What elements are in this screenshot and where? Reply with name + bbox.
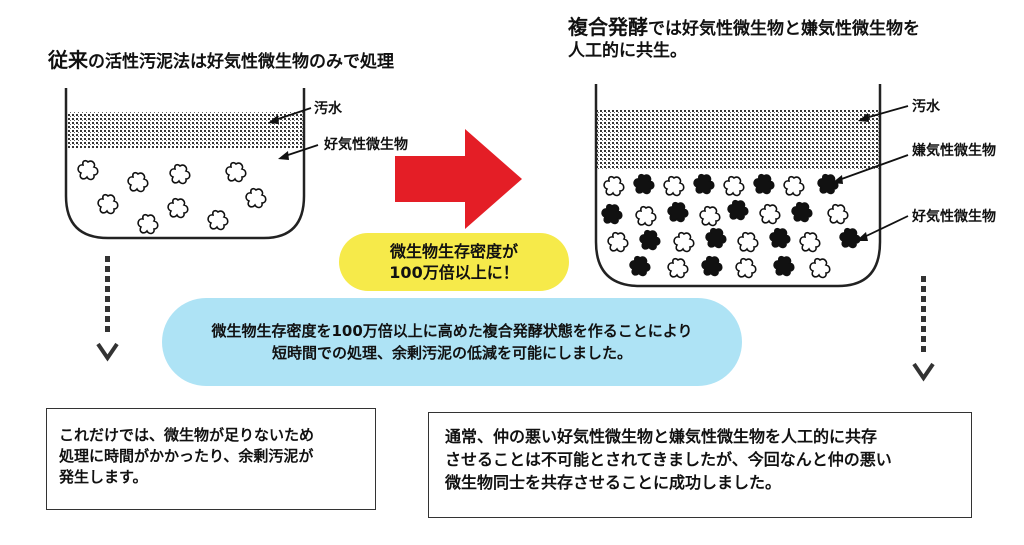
yellow-callout-line2: 100万倍以上に！ — [389, 263, 519, 282]
left-box-line3: 発生します。 — [59, 468, 148, 486]
right-tank-water-layer — [596, 110, 880, 170]
right-box-line3: 微生物同士を共存させることに成功しました。 — [445, 473, 782, 492]
left-title-rest: の活性汚泥法は好気性微生物のみで処理 — [88, 52, 394, 72]
right-label-aerobic: 好気性微生物 — [912, 209, 996, 225]
left-explanation-box: これだけでは、微生物が足りないため 処理に時間がかかったり、余剰汚泥が 発生しま… — [46, 408, 376, 510]
left-label-water: 汚水 — [314, 101, 342, 117]
left-label-aerobic: 好気性微生物 — [324, 137, 408, 153]
left-box-line1: これだけでは、微生物が足りないため — [59, 426, 315, 444]
left-tank-outline — [64, 88, 306, 240]
right-title-line2: 人工的に共生。 — [568, 41, 687, 61]
red-arrow-icon — [395, 129, 522, 229]
right-title: 複合発酵では好気性微生物と嫌気性微生物を 人工的に共生。 — [568, 16, 920, 62]
left-title-emphasis: 従来 — [48, 48, 88, 72]
right-box-line1: 通常、仲の悪い好気性微生物と嫌気性微生物を人工的に共存 — [445, 427, 878, 446]
right-tank-outline — [594, 84, 882, 288]
right-label-anaerobic: 嫌気性微生物 — [912, 143, 996, 159]
right-tank-diagram — [594, 84, 882, 288]
left-tank-diagram — [64, 88, 306, 240]
left-down-arrow-icon — [96, 256, 119, 362]
blue-callout-line2: 短時間での処理、余剰汚泥の低減を可能にしました。 — [271, 344, 632, 362]
yellow-callout: 微生物生存密度が 100万倍以上に！ — [339, 233, 569, 291]
blue-callout: 微生物生存密度を100万倍以上に高めた複合発酵状態を作ることにより 短時間での処… — [162, 298, 742, 386]
right-down-arrow-icon — [912, 276, 935, 382]
yellow-callout-line1: 微生物生存密度が — [389, 242, 518, 261]
right-title-emphasis: 複合発酵 — [568, 15, 648, 39]
right-title-rest: では好気性微生物と嫌気性微生物を — [648, 19, 920, 39]
left-tank-water-layer — [66, 112, 304, 148]
left-box-line2: 処理に時間がかかったり、余剰汚泥が — [59, 447, 314, 465]
right-label-water: 汚水 — [912, 99, 940, 115]
right-box-line2: させることは不可能とされてきましたが、今回なんと仲の悪い — [445, 450, 892, 469]
left-title: 従来の活性汚泥法は好気性微生物のみで処理 — [48, 44, 394, 73]
blue-callout-line1: 微生物生存密度を100万倍以上に高めた複合発酵状態を作ることにより — [211, 322, 693, 340]
right-explanation-box: 通常、仲の悪い好気性微生物と嫌気性微生物を人工的に共存 させることは不可能とされ… — [428, 412, 972, 518]
